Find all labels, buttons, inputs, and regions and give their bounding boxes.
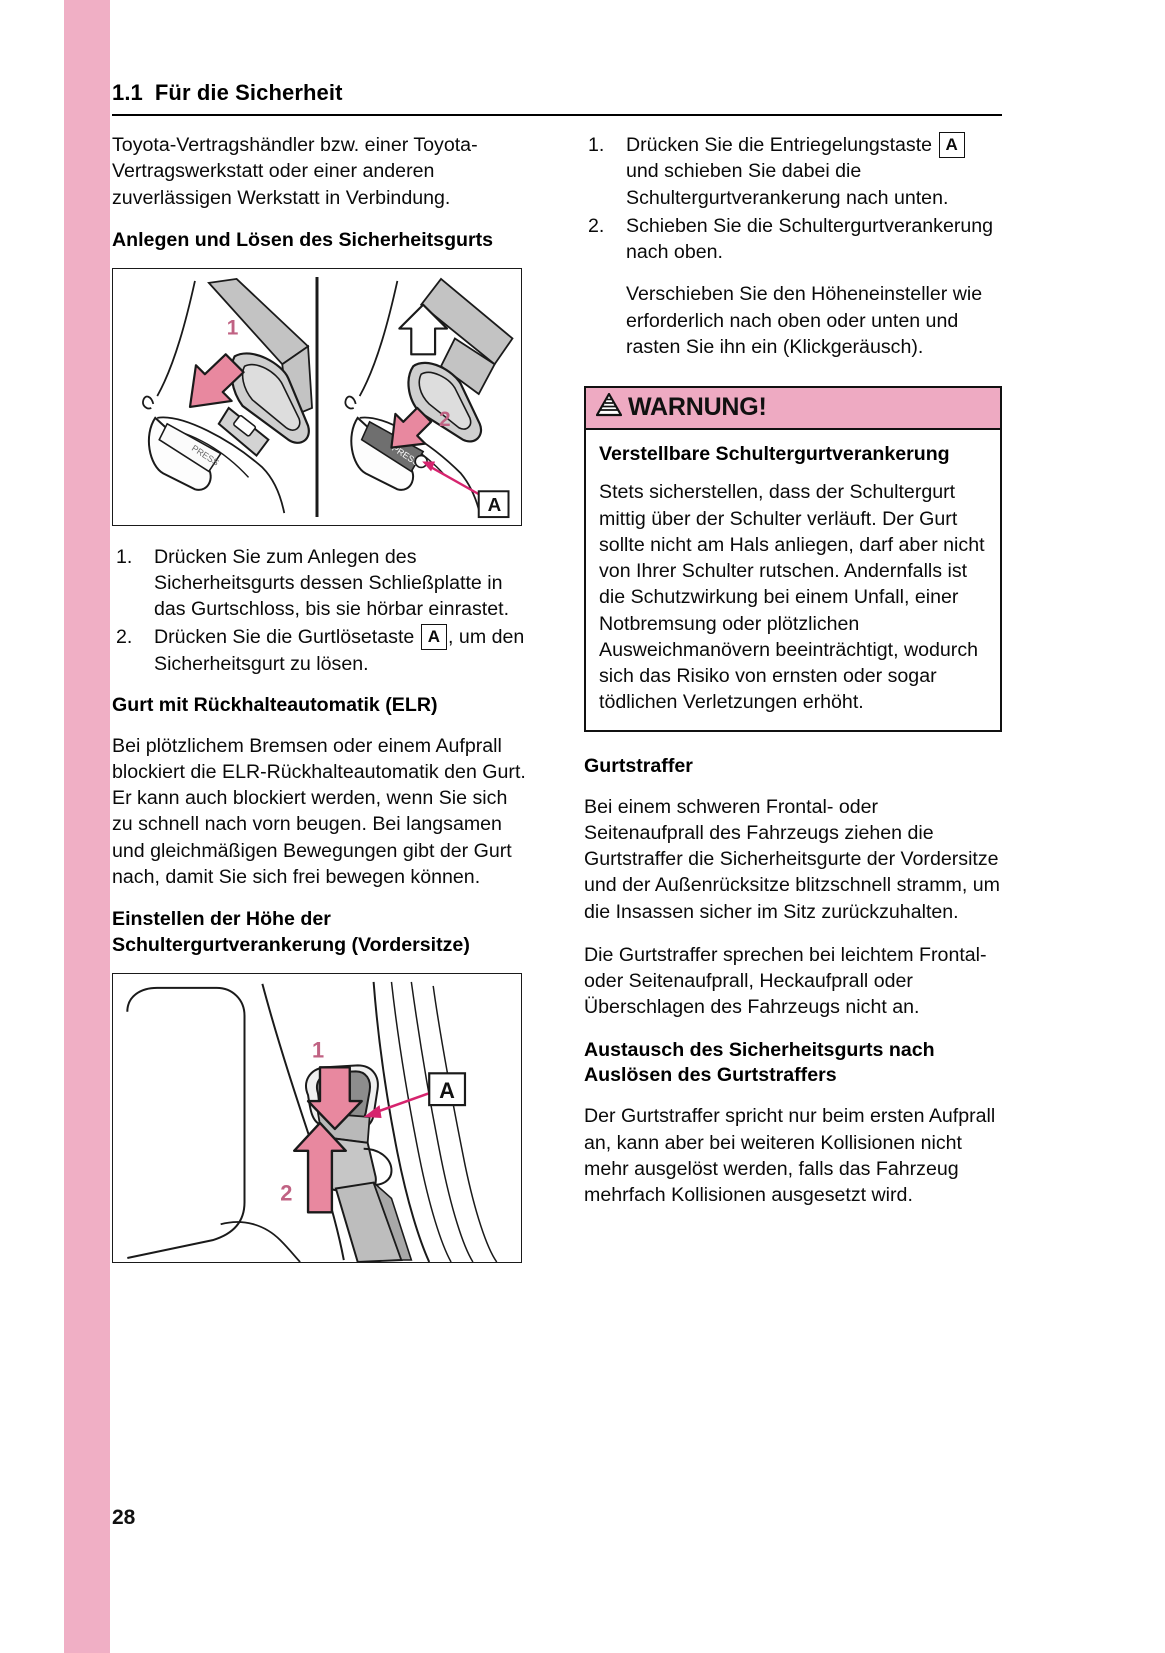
list-item: 1. Drücken Sie zum Anlegen des Sicherhei… — [112, 544, 530, 623]
left-column: Toyota-Vertragshändler bzw. einer Toyota… — [112, 132, 530, 1281]
intro-paragraph: Toyota-Vertragshändler bzw. einer Toyota… — [112, 134, 478, 209]
callout-number-2: 2 — [439, 407, 451, 430]
arrow-2 — [292, 1121, 347, 1214]
list-item: 2. Schieben Sie die Schultergurtveranker… — [584, 213, 1002, 266]
callout-number-1: 1 — [227, 316, 239, 339]
paragraph-pretensioner-2: Die Gurtstraffer sprechen bei leichtem F… — [584, 943, 987, 1019]
arrow-2 — [390, 406, 433, 449]
chapter-title: Für die Sicherheit — [154, 80, 343, 105]
arrow-1 — [306, 1066, 363, 1131]
shoulder-belt-anchor-illustration: 1 2 A — [112, 972, 522, 1263]
arrow-1 — [188, 352, 245, 408]
heading-belt-replacement: Austausch des Sicherheitsgurts nach Ausl… — [584, 1038, 935, 1087]
warning-label: WARNUNG! — [628, 393, 767, 421]
page-number: 28 — [112, 1506, 136, 1529]
note-height-adjust: Verschieben Sie den Höheneinsteller wie … — [626, 283, 983, 358]
warning-subtitle: Verstellbare Schultergurtverankerung — [599, 443, 950, 465]
page-title: 1.1 Für die Sicherheit — [112, 80, 1002, 114]
step-text-before: Drücken Sie die Entriegelungstaste — [626, 134, 933, 156]
callout-number-1: 1 — [312, 1037, 324, 1062]
step-text-after: und schieben Sie dabei die Schultergurtv… — [626, 160, 949, 209]
heading-pretensioner: Gurtstraffer — [584, 754, 693, 777]
buckle-panel-right: PRESS 2 A — [344, 277, 514, 518]
header-divider — [112, 114, 1002, 116]
step-marker: 1. — [588, 134, 605, 156]
warning-box-body: Verstellbare Schultergurtverankerung Ste… — [586, 430, 1000, 730]
callout-number-2: 2 — [280, 1180, 292, 1205]
step-marker: 2. — [116, 626, 133, 649]
seat-belt-buckle-illustration: PRESS 1 — [112, 267, 522, 526]
two-column-layout: Toyota-Vertragshändler bzw. einer Toyota… — [112, 132, 1002, 1281]
list-item: 2. Drücken Sie die Gurtlösetaste A, um d… — [112, 624, 530, 677]
paragraph-elr: Bei plötzlichem Bremsen oder einem Aufpr… — [112, 734, 526, 888]
paragraph-belt-replacement: Der Gurtstraffer spricht nur beim ersten… — [584, 1105, 996, 1207]
warning-box-header: WARNUNG! — [586, 388, 1000, 430]
step-text-after: , um den Sicherheitsgurt zu lösen. — [154, 626, 525, 675]
steps-buckle: 1. Drücken Sie zum Anlegen des Sicherhei… — [112, 544, 530, 677]
callout-letter-a: A — [938, 132, 965, 158]
right-column: 1. Drücken Sie die Entriegelungstaste A … — [584, 132, 1002, 1225]
heading-elr: Gurt mit Rückhalteautomatik (ELR) — [112, 693, 438, 716]
step-marker: 2. — [588, 214, 605, 237]
step-text: Drücken Sie zum Anlegen des Sicherheitsg… — [154, 545, 510, 621]
callout-letter-a: A — [439, 1078, 455, 1103]
callout-letter-a: A — [420, 624, 448, 651]
warning-text: Stets sicherstellen, dass der Schultergu… — [599, 481, 985, 714]
list-item: 1. Drücken Sie die Entriegelungstaste A … — [584, 132, 1002, 211]
warning-triangle-icon — [595, 392, 623, 422]
paragraph-pretensioner-1: Bei einem schweren Frontal- oder Seitena… — [584, 795, 1000, 923]
buckle-panel-left: PRESS 1 — [142, 277, 313, 513]
callout-letter-a: A — [488, 494, 502, 515]
warning-box: WARNUNG! Verstellbare Schultergurtverank… — [584, 386, 1002, 732]
step-text-before: Drücken Sie die Gurtlösetaste — [154, 626, 415, 649]
step-text: Schieben Sie die Schultergurtverankerung… — [626, 214, 994, 263]
chapter-number: 1.1 — [112, 80, 143, 105]
heading-height-adjust: Einstellen der Höhe der Schultergurtvera… — [112, 908, 470, 957]
steps-height-adjust: 1. Drücken Sie die Entriegelungstaste A … — [584, 132, 1002, 265]
heading-buckle: Anlegen und Lösen des Sicherheitsgurts — [112, 228, 494, 251]
step-marker: 1. — [116, 545, 133, 568]
chapter-edge-tab — [64, 0, 110, 1653]
